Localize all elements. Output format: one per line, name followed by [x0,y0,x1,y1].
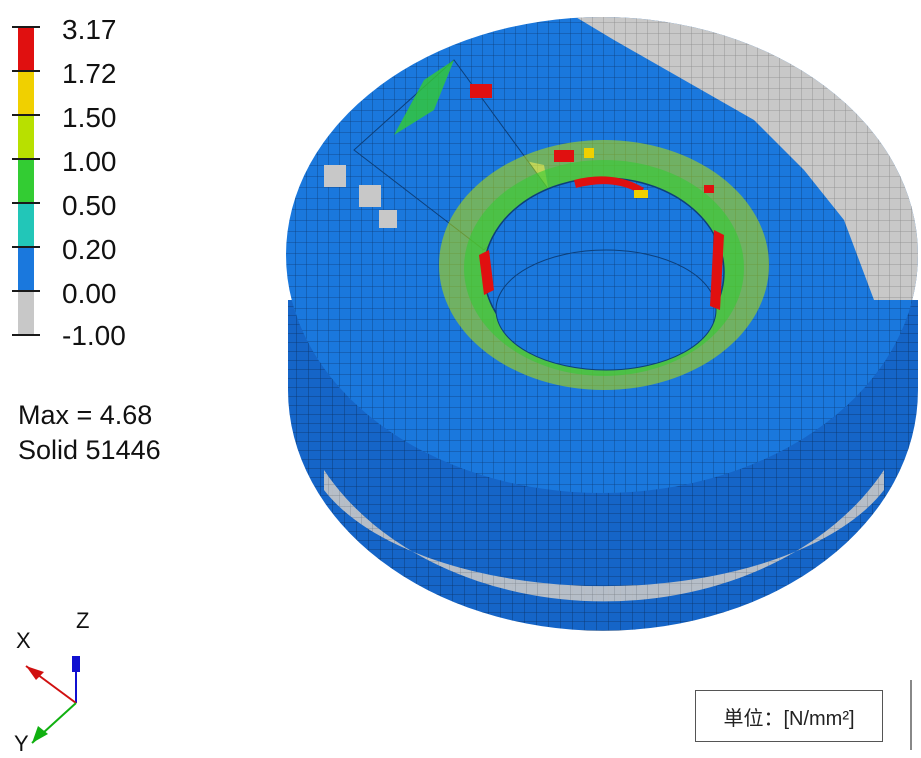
legend-label: 0.00 [62,278,117,309]
legend-tick [12,26,40,28]
high-stress-band [710,230,724,310]
legend-label: 1.50 [62,102,117,133]
legend-band-gray [18,290,34,336]
legend-label: 0.20 [62,234,117,265]
legend-tick [12,70,40,72]
legend-label: 0.50 [62,190,117,221]
legend-band-blue [18,246,34,290]
low-stress-patch [324,165,346,187]
legend-band-red [18,26,34,70]
unit-label: 単位：[N/mm²] [723,707,855,730]
result-stats: Max = 4.68 Solid 51446 [18,398,161,468]
x-axis-label: X [16,628,31,653]
z-axis-label: Z [76,608,89,633]
moderate-stress-patch [584,148,594,158]
legend-tick [12,246,40,248]
legend-label: 1.00 [62,146,117,177]
legend-band-yellowgreen [18,114,34,158]
legend-band-yellow [18,70,34,114]
high-stress-patch [554,150,574,162]
legend-tick [12,334,40,336]
fe-model-view [284,0,921,640]
legend-tick [12,290,40,292]
legend-tick [12,158,40,160]
y-axis-label: Y [14,731,29,753]
axis-triad: X Z Y [14,608,114,756]
divider [910,680,912,750]
moderate-stress-patch [634,190,648,198]
high-stress-patch [470,84,492,98]
high-stress-band [574,176,644,194]
legend-label: 3.17 [62,14,117,45]
legend-band-cyan [18,202,34,246]
legend-label: -1.00 [62,320,126,351]
low-stress-patch [359,185,381,207]
legend-color-bar [12,26,40,336]
slot-wall-highlight [394,60,454,135]
low-stress-patch [379,210,397,228]
y-axis-arrow [32,726,48,743]
solid-count: Solid 51446 [18,435,161,465]
x-axis-arrow [26,666,44,680]
color-legend: 3.17 1.72 1.50 1.00 0.50 0.20 0.00 -1.00 [10,14,180,350]
max-value: Max = 4.68 [18,400,153,430]
unit-label-box: 単位：[N/mm²] [695,690,883,742]
legend-label: 1.72 [62,58,117,89]
central-bore-floor [495,249,717,371]
legend-band-green [18,158,34,202]
legend-tick [12,114,40,116]
z-axis-arrow [72,656,80,672]
legend-tick [12,202,40,204]
high-stress-patch [704,185,714,193]
high-stress-band [479,250,494,295]
